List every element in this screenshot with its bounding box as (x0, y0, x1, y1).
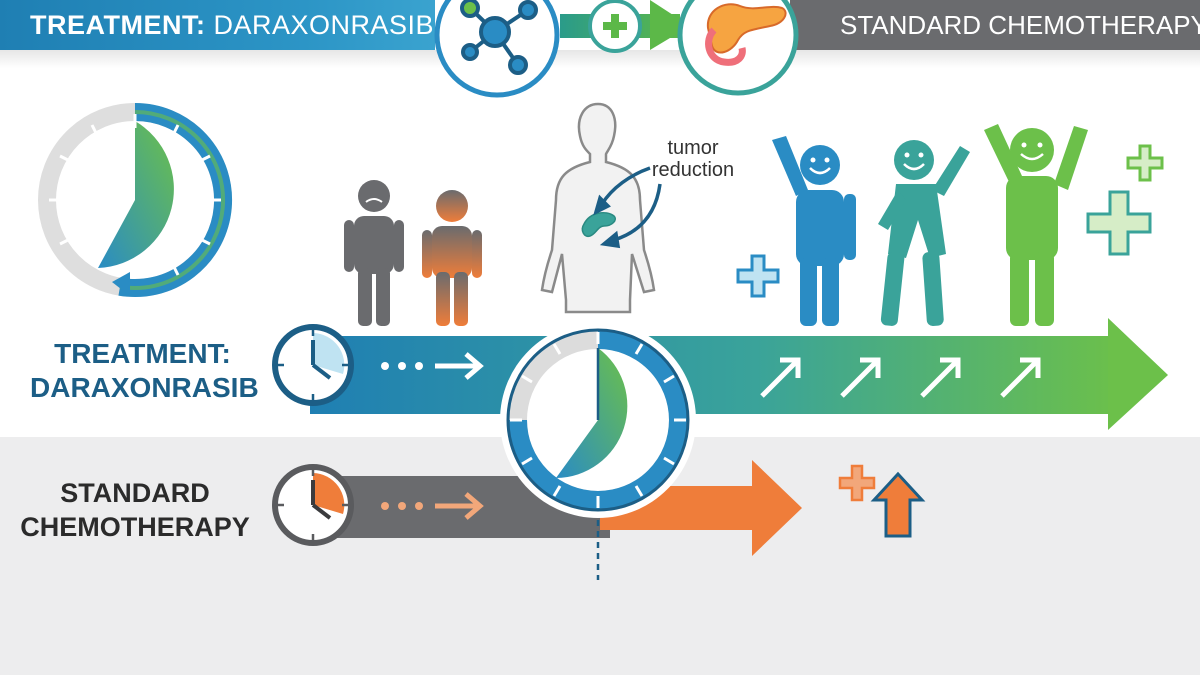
sad-person-icon (422, 190, 482, 326)
plus-icon (1086, 190, 1152, 256)
tumor-reduction-arrows (593, 166, 662, 249)
molecule-icon (460, 0, 538, 75)
happy-person-icon (984, 124, 1088, 326)
comparison-timer (500, 322, 696, 518)
improvement-arrows (760, 357, 1041, 398)
header-shadow (0, 50, 1200, 68)
chemo-row-label: STANDARD CHEMOTHERAPY (20, 476, 250, 544)
plus-icon (603, 14, 627, 38)
chemo-label-line2: CHEMOTHERAPY (20, 512, 250, 542)
clock-icon (272, 324, 354, 406)
treatment-label-line1: TREATMENT: (54, 338, 231, 369)
molecule-badge (434, 0, 560, 98)
tumor-label-line2: reduction (651, 159, 735, 181)
sad-person-icon (344, 180, 404, 326)
pancreas-icon (705, 3, 787, 66)
treatment-label-line2: DARAXONRASIB (30, 372, 259, 403)
tumor-reduction-label: tumor reduction (628, 137, 758, 181)
plus-icon (838, 464, 876, 502)
tumor-label-line1: tumor (667, 137, 719, 159)
up-arrow-icon (870, 471, 926, 538)
plus-icon (736, 254, 780, 298)
header-treatment-banner: TREATMENT: DARAXONRASIB (0, 0, 435, 50)
treatment-duration-timer (38, 103, 233, 297)
treatment-row-label: TREATMENT: DARAXONRASIB (30, 337, 259, 405)
treatment-timeline-arrow (310, 318, 1168, 430)
connector-arrow (560, 0, 690, 53)
happy-person-icon (772, 136, 856, 326)
plus-icon (1126, 144, 1164, 182)
happy-person-icon (878, 140, 970, 326)
header-chemo-banner: STANDARD CHEMOTHERAPY (790, 0, 1200, 50)
chemo-label-line1: STANDARD (60, 478, 210, 508)
header-treatment-title: TREATMENT: DARAXONRASIB (30, 9, 435, 40)
header-chemo-title: STANDARD CHEMOTHERAPY (840, 9, 1200, 40)
pancreas-badge (677, 0, 799, 96)
clock-icon (272, 464, 354, 546)
